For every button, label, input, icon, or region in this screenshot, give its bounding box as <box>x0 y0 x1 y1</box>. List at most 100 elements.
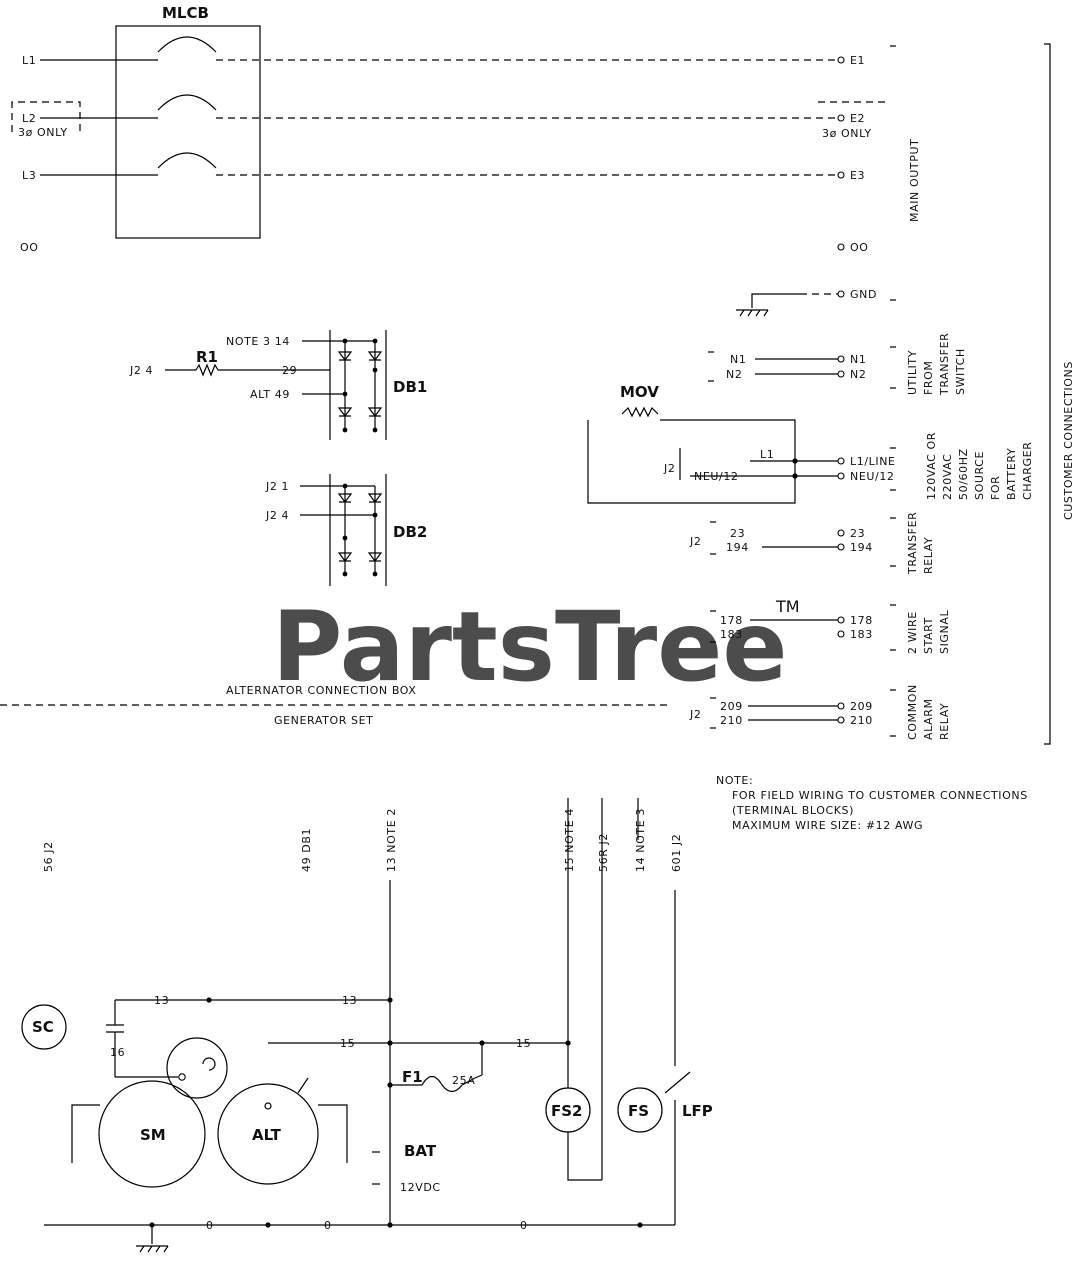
two-wire-label-0: 2 WIRE <box>906 611 919 654</box>
t209-in-label: 209 <box>720 700 743 713</box>
wire-15-label: 15 NOTE 4 <box>563 808 576 872</box>
mov-label: MOV <box>620 383 659 401</box>
l1-in-label: L1 <box>760 448 774 461</box>
utility-label-2: TRANSFER <box>938 333 951 396</box>
t178-out-label: 178 <box>850 614 873 627</box>
n2-out-label: N2 <box>850 368 866 381</box>
charger-label-5: BATTERY <box>1005 448 1018 500</box>
watermark-tm: TM <box>775 597 800 616</box>
n1-in-label: N1 <box>730 353 746 366</box>
n1-out-label: N1 <box>850 353 866 366</box>
charger-label-6: CHARGER <box>1021 442 1034 500</box>
r1-label: R1 <box>196 348 218 366</box>
wire-49-label: 49 DB1 <box>300 828 313 872</box>
wire-56r-label: 56R J2 <box>597 833 610 872</box>
fs2-label: FS2 <box>551 1102 583 1120</box>
t194-in-label: 194 <box>726 541 749 554</box>
gnd-label: GND <box>850 288 877 301</box>
wire-13b-label: 13 <box>342 994 357 1007</box>
transfer-relay-label-0: TRANSFER <box>906 512 919 575</box>
common-alarm-label-2: RELAY <box>938 703 951 740</box>
alt-alternator <box>217 1077 348 1185</box>
l2-note: 3ø ONLY <box>18 126 68 139</box>
fs-label: FS <box>628 1102 649 1120</box>
f1-fuse <box>421 1075 463 1093</box>
lfp-label: LFP <box>682 1102 713 1120</box>
wire-0b-label: 0 <box>324 1219 332 1232</box>
db2-label: DB2 <box>393 523 427 541</box>
t23-out-label: 23 <box>850 527 865 540</box>
wire-14-label: 14 NOTE 3 <box>634 808 647 872</box>
alt49-label: ALT 49 <box>250 388 290 401</box>
charger-label-0: 120VAC OR <box>925 432 938 500</box>
note3-14-label: NOTE 3 14 <box>226 335 290 348</box>
two-wire-label-2: SIGNAL <box>938 609 951 654</box>
bat-label: BAT <box>404 1142 437 1160</box>
wire-29-label: 29 <box>282 364 297 377</box>
utility-label-0: UTILITY <box>906 350 919 395</box>
utility-label-1: FROM <box>922 360 935 395</box>
wire-13-label: 13 NOTE 2 <box>385 808 398 872</box>
j2-4-r1-label: J2 4 <box>129 364 153 377</box>
genset-label: GENERATOR SET <box>274 714 374 727</box>
l2-label: L2 <box>22 112 36 125</box>
two-wire-label-1: START <box>922 617 935 654</box>
neu12-in-label: NEU/12 <box>694 470 739 483</box>
charger-label-4: FOR <box>989 476 1002 500</box>
ground-symbol-top <box>736 309 769 317</box>
sm-motor <box>71 1080 206 1188</box>
acb-label: ALTERNATOR CONNECTION BOX <box>226 684 416 697</box>
j2-4-db2-label: J2 4 <box>265 509 289 522</box>
e2-label: E2 <box>850 112 865 125</box>
mlcb-breaker <box>115 25 261 239</box>
oo-left-label: OO <box>20 241 39 254</box>
db1-label: DB1 <box>393 378 427 396</box>
sc-label: SC <box>32 1018 54 1036</box>
sm-label: SM <box>140 1126 166 1144</box>
wire-56-label: 56 J2 <box>42 841 55 872</box>
wire-15a-label: 15 <box>340 1037 355 1050</box>
fs2-switch <box>545 1087 591 1133</box>
oo-right-label: OO <box>850 241 869 254</box>
j2-mov-label: J2 <box>663 462 675 475</box>
j2-tr-label: J2 <box>689 535 701 548</box>
j2-1-label: J2 1 <box>265 480 289 493</box>
charger-label-3: SOURCE <box>973 451 986 500</box>
t183-out-label: 183 <box>850 628 873 641</box>
note-line-0: FOR FIELD WIRING TO CUSTOMER CONNECTIONS <box>732 789 1028 802</box>
note-line-2: MAXIMUM WIRE SIZE: #12 AWG <box>732 819 923 832</box>
alt-label: ALT <box>252 1126 282 1144</box>
customer-connections-label: CUSTOMER CONNECTIONS <box>1062 361 1075 520</box>
t23-in-label: 23 <box>730 527 745 540</box>
common-alarm-label-0: COMMON <box>906 684 919 740</box>
e2-note: 3ø ONLY <box>822 127 872 140</box>
wire-13a-label: 13 <box>154 994 169 1007</box>
e3-label: E3 <box>850 169 865 182</box>
n2-in-label: N2 <box>726 368 742 381</box>
main-output-label: MAIN OUTPUT <box>908 139 921 222</box>
wire-601-label: 601 J2 <box>670 834 683 872</box>
e1-label: E1 <box>850 54 865 67</box>
v12-label: 12VDC <box>400 1181 441 1194</box>
l1-line-label: L1/LINE <box>850 455 896 468</box>
t210-out-label: 210 <box>850 714 873 727</box>
common-alarm-label-1: ALARM <box>922 698 935 740</box>
t183-in-label: 183 <box>720 628 743 641</box>
charger-label-1: 220VAC <box>941 454 954 500</box>
l1-label: L1 <box>22 54 36 67</box>
charger-label-2: 50/60HZ <box>957 448 970 500</box>
fs-switch <box>617 1087 663 1133</box>
wire-15b-label: 15 <box>516 1037 531 1050</box>
wire-16-label: 16 <box>110 1046 125 1059</box>
t194-out-label: 194 <box>850 541 873 554</box>
ground-symbol-bottom <box>136 1245 169 1253</box>
db1-bridge <box>329 330 387 440</box>
wire-0a-label: 0 <box>206 1219 214 1232</box>
wire-0c-label: 0 <box>520 1219 528 1232</box>
db2-bridge <box>329 474 387 586</box>
mov-symbol <box>621 406 659 418</box>
note-line-1: (TERMINAL BLOCKS) <box>732 804 854 817</box>
neu12-out-label: NEU/12 <box>850 470 895 483</box>
t178-in-label: 178 <box>720 614 743 627</box>
